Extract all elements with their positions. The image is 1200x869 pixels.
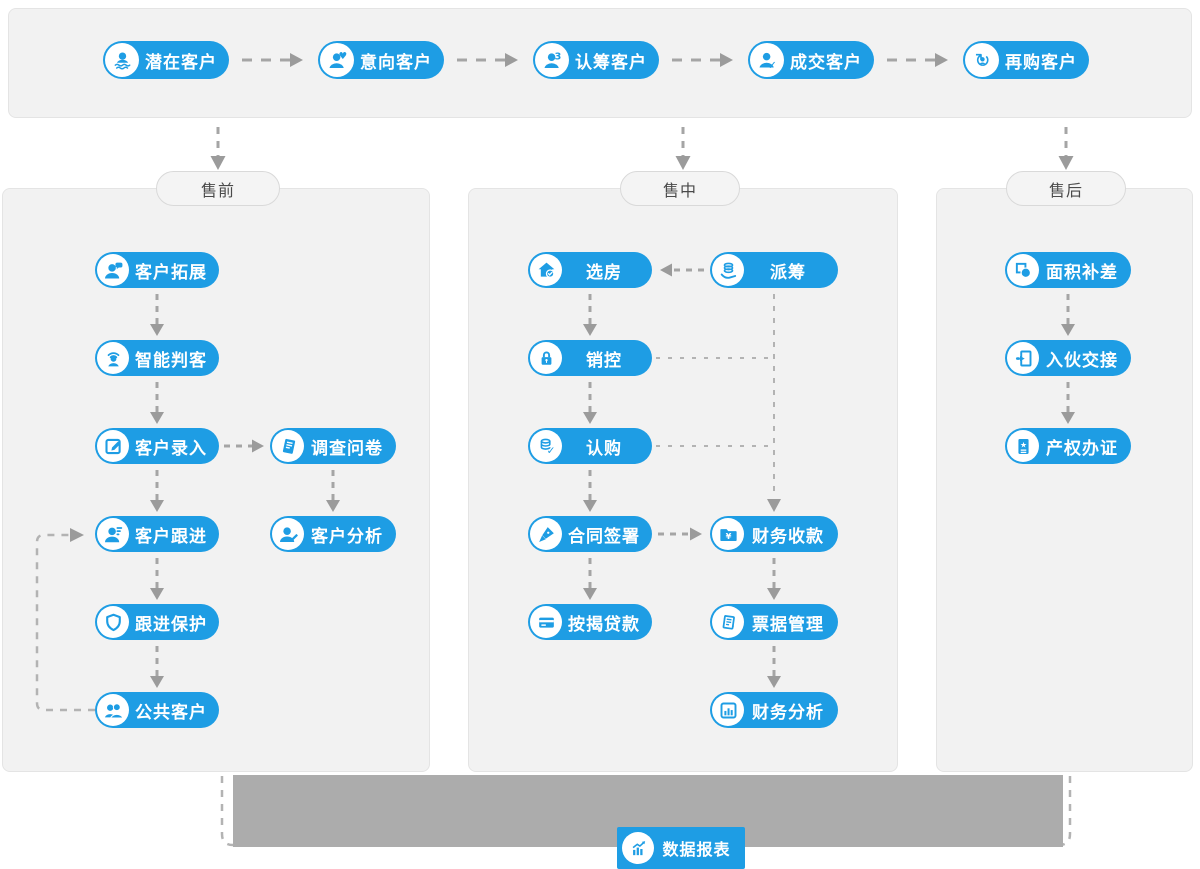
node-label: 财务收款	[752, 526, 824, 546]
node-sales-control[interactable]: 销控	[528, 340, 652, 376]
node-survey-questionnaire[interactable]: 调查问卷	[270, 428, 396, 464]
svg-text:¥: ¥	[725, 531, 731, 541]
node-smart-customer-judge[interactable]: 智能判客	[95, 340, 219, 376]
edit-square-icon	[97, 430, 129, 462]
person-check-icon: ✓	[750, 43, 784, 77]
person-speech-icon	[97, 254, 129, 286]
person-refresh-icon: ↻	[965, 43, 999, 77]
tab-insale[interactable]: 售中	[620, 171, 740, 206]
node-finance-analysis[interactable]: 财务分析	[710, 692, 838, 728]
node-follow-up-protection[interactable]: 跟进保护	[95, 604, 219, 640]
stage-label: 认筹客户	[575, 52, 647, 72]
node-label: 选房	[586, 262, 622, 282]
node-chip-distribution[interactable]: 派筹	[710, 252, 838, 288]
node-label: 客户分析	[311, 526, 383, 546]
node-label: 派筹	[770, 262, 806, 282]
svg-text:3: 3	[554, 51, 561, 62]
coins-check-icon: ✓	[530, 430, 562, 462]
node-area-adjustment[interactable]: 面积补差	[1005, 252, 1131, 288]
hand-coins-icon	[712, 254, 744, 286]
house-check-icon	[530, 254, 562, 286]
node-customer-expansion[interactable]: 客户拓展	[95, 252, 219, 288]
node-customer-entry[interactable]: 客户录入	[95, 428, 219, 464]
bankcard-icon	[530, 606, 562, 638]
stage-repurchase-customer[interactable]: ↻ 再购客户	[963, 41, 1089, 79]
svg-text:♥: ♥	[338, 51, 347, 62]
node-label: 跟进保护	[135, 614, 207, 634]
report-label: 数据报表	[662, 842, 731, 859]
person-heart-icon: ♥	[320, 43, 354, 77]
person-3-icon: 3	[535, 43, 569, 77]
node-label: 按揭贷款	[568, 614, 640, 634]
node-customer-follow-up[interactable]: 客户跟进	[95, 516, 219, 552]
tab-aftersale[interactable]: 售后	[1006, 171, 1126, 206]
person-wave-icon	[105, 43, 139, 77]
tab-label: 售中	[662, 182, 697, 200]
node-label: 公共客户	[135, 702, 207, 722]
node-contract-signing[interactable]: 合同签署	[528, 516, 652, 552]
folder-yen-icon: ¥	[712, 518, 744, 550]
shield-icon	[97, 606, 129, 638]
node-label: 入伙交接	[1046, 350, 1118, 370]
person-pencil-icon	[272, 518, 304, 550]
node-label: 认购	[586, 438, 622, 458]
person-signal-icon	[97, 342, 129, 374]
node-label: 合同签署	[568, 526, 640, 546]
stage-label: 意向客户	[360, 52, 432, 72]
stage-potential-customer[interactable]: 潜在客户	[103, 41, 229, 79]
node-move-in-handover[interactable]: 入伙交接	[1005, 340, 1131, 376]
svg-text:★: ★	[1019, 440, 1026, 449]
data-report-button[interactable]: 数据报表	[617, 827, 745, 869]
stage-intent-customer[interactable]: ♥ 意向客户	[318, 41, 444, 79]
chart-box-icon	[712, 694, 744, 726]
node-label: 客户跟进	[135, 526, 207, 546]
node-property-certificate[interactable]: ★ 产权办证	[1005, 428, 1131, 464]
questionnaire-icon	[272, 430, 304, 462]
tab-label: 售前	[200, 182, 235, 200]
node-label: 财务分析	[752, 702, 824, 722]
node-customer-analysis[interactable]: 客户分析	[270, 516, 396, 552]
node-label: 智能判客	[135, 350, 207, 370]
person-list-icon	[97, 518, 129, 550]
stage-subscription-customer[interactable]: 3 认筹客户	[533, 41, 659, 79]
stage-deal-customer[interactable]: ✓ 成交客户	[748, 41, 874, 79]
node-label: 客户拓展	[135, 262, 207, 282]
node-label: 销控	[586, 350, 622, 370]
node-label: 产权办证	[1046, 438, 1118, 458]
node-label: 面积补差	[1046, 262, 1118, 282]
tab-presale[interactable]: 售前	[156, 171, 280, 206]
certificate-icon: ★	[1007, 430, 1039, 462]
tab-label: 售后	[1048, 182, 1083, 200]
svg-text:✓: ✓	[546, 445, 555, 457]
node-label: 票据管理	[752, 614, 824, 634]
node-invoice-management[interactable]: 票据管理	[710, 604, 838, 640]
node-public-customer[interactable]: 公共客户	[95, 692, 219, 728]
node-room-selection[interactable]: 选房	[528, 252, 652, 288]
node-subscription[interactable]: ✓ 认购	[528, 428, 652, 464]
node-mortgage-loan[interactable]: 按揭贷款	[528, 604, 652, 640]
svg-text:✓: ✓	[767, 57, 777, 70]
node-finance-collection[interactable]: ¥ 财务收款	[710, 516, 838, 552]
node-label: 调查问卷	[311, 438, 383, 458]
lock-icon	[530, 342, 562, 374]
square-circle-icon	[1007, 254, 1039, 286]
node-label: 客户录入	[135, 438, 207, 458]
people-icon	[97, 694, 129, 726]
documents-icon	[712, 606, 744, 638]
door-hand-icon	[1007, 342, 1039, 374]
stage-label: 潜在客户	[145, 52, 217, 72]
stage-label: 成交客户	[790, 52, 862, 72]
chart-up-icon	[622, 832, 654, 864]
stage-label: 再购客户	[1005, 52, 1077, 72]
pen-icon	[530, 518, 562, 550]
